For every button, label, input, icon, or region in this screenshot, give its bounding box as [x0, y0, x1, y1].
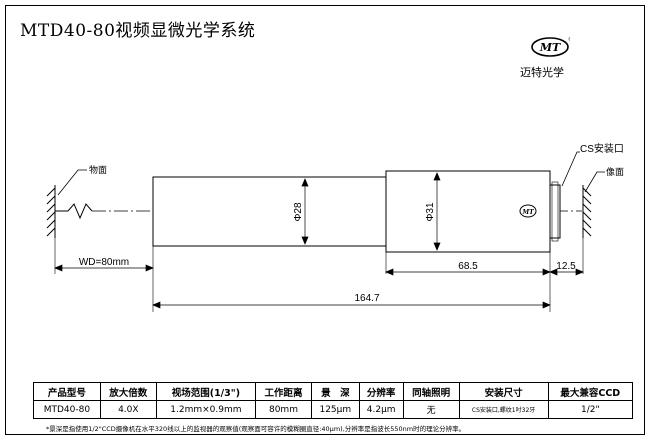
- svg-text:MT: MT: [521, 209, 534, 216]
- spec-header-row: 产品型号 放大倍数 视场范围(1/3") 工作距离 景 深 分辨率 同轴照明 安…: [33, 382, 634, 401]
- footnote: *景深是指使用1/2"CCD摄像机在水平320线以上的监视器的观察值(观察面可容…: [46, 425, 466, 433]
- dim-12-5: [549, 268, 584, 276]
- object-leader: [57, 169, 87, 196]
- header-cell: 工作距离: [255, 382, 312, 401]
- header-cell: 放大倍数: [99, 382, 157, 401]
- lens-tube-front: [152, 176, 387, 247]
- value-cell: 4.2μm: [358, 400, 404, 419]
- brand-logo-icon: MT ®: [531, 36, 570, 57]
- svg-text:®: ®: [568, 36, 570, 43]
- spec-value-row: MTD40-80 4.0X 1.2mm×0.9mm 80mm 125μm 4.2…: [33, 400, 634, 419]
- dia28-dimension: [301, 178, 309, 245]
- dim-164-7-label: 164.7: [354, 293, 379, 304]
- dia28-label: Φ28: [293, 202, 304, 222]
- value-cell: 1/2": [547, 400, 634, 419]
- mount-label: CS安装口: [580, 142, 624, 155]
- value-cell: 1.2mm×0.9mm: [155, 400, 257, 419]
- cs-mount-flange: [549, 184, 561, 239]
- header-cell: 产品型号: [33, 382, 101, 401]
- header-cell: 同轴照明: [402, 382, 460, 401]
- value-cell: 4.0X: [99, 400, 157, 419]
- drawing-frame: [5, 5, 645, 435]
- dim-164-7: [152, 301, 551, 309]
- mount-leader: [561, 151, 580, 187]
- value-cell: CS安装口,螺纹1吋32牙: [458, 400, 549, 419]
- dim-12-5-label: 12.5: [556, 261, 576, 272]
- page-title: MTD40-80视频显微光学系统: [20, 21, 256, 41]
- spec-table: 产品型号 放大倍数 视场范围(1/3") 工作距离 景 深 分辨率 同轴照明 安…: [33, 382, 634, 419]
- value-cell: MTD40-80: [33, 400, 101, 419]
- header-cell: 最大兼容CCD: [547, 382, 634, 401]
- header-cell: 分辨率: [358, 382, 404, 401]
- image-plane-label: 像面: [606, 166, 624, 177]
- value-cell: 80mm: [255, 400, 312, 419]
- value-cell: 无: [402, 400, 460, 419]
- header-cell: 景 深: [310, 382, 360, 401]
- header-cell: 视场范围(1/3"): [155, 382, 257, 401]
- value-cell: 125μm: [310, 400, 360, 419]
- logo-mark: MT: [539, 41, 561, 54]
- object-plane-label: 物面: [89, 164, 107, 175]
- break-symbol: [55, 203, 93, 220]
- lens-emblem-icon: [519, 204, 537, 218]
- dia31-label: Φ31: [425, 202, 436, 222]
- dim-68-5: [385, 268, 551, 276]
- wd-label: WD=80mm: [79, 257, 129, 268]
- object-plane: [46, 185, 56, 238]
- lens-tube-rear: [385, 170, 551, 253]
- brand-name: 迈特光学: [520, 66, 564, 79]
- header-cell: 安装尺寸: [458, 382, 549, 401]
- image-plane: [582, 185, 592, 238]
- dia31-dimension: [433, 172, 441, 251]
- dim-68-5-label: 68.5: [458, 261, 478, 272]
- image-leader: [584, 171, 605, 193]
- wd-dimension: [54, 264, 154, 272]
